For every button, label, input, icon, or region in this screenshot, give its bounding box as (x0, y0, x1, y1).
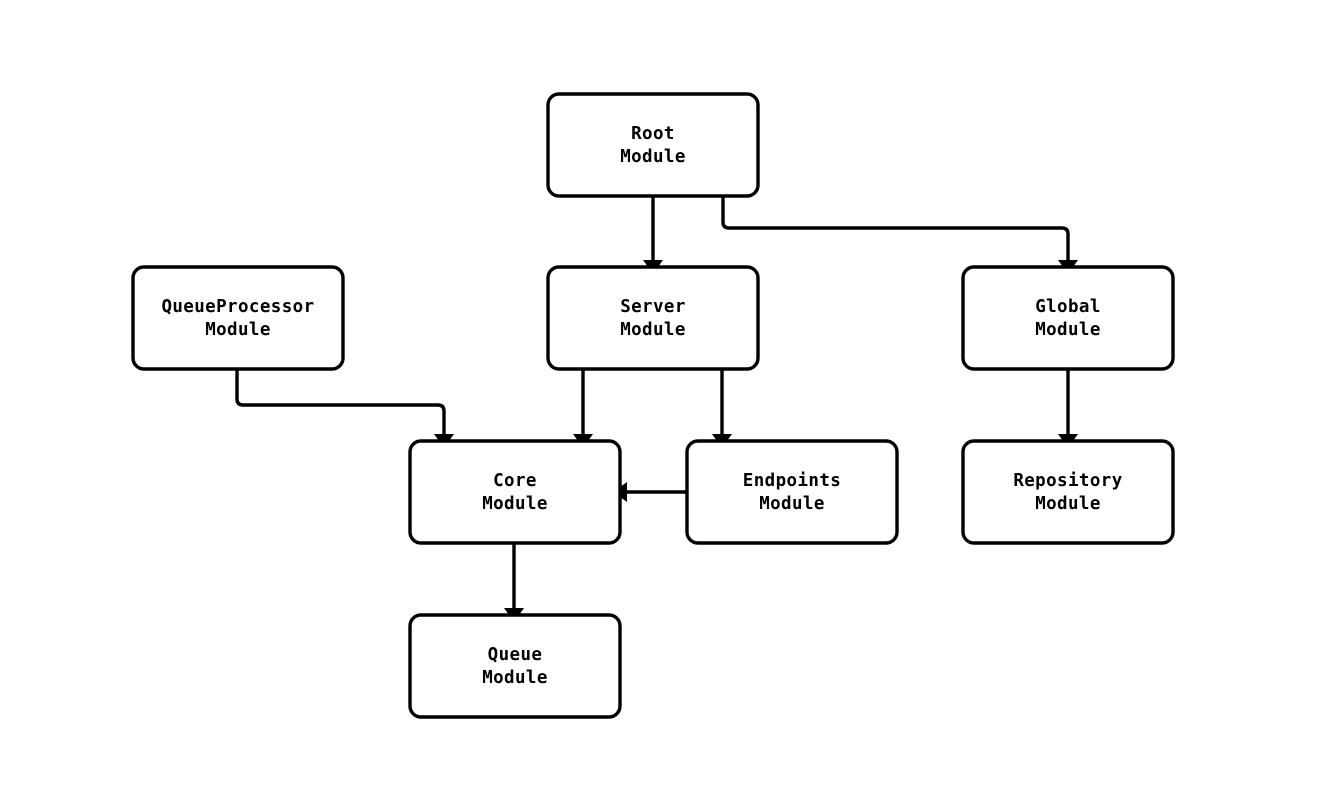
node-label-suffix-queue: Module (482, 668, 548, 688)
node-label-suffix-queueprocessor: Module (205, 320, 271, 340)
node-label-suffix-core: Module (482, 494, 548, 514)
node-box-root[interactable] (546, 92, 760, 198)
node-label-suffix-repository: Module (1035, 494, 1101, 514)
node-box-core[interactable] (408, 439, 622, 545)
node-label-name-global: Global (1035, 297, 1101, 317)
edge-queueprocessor-to-core (235, 370, 446, 435)
node-box-global[interactable] (961, 265, 1175, 371)
node-box-queue[interactable] (408, 613, 622, 719)
node-label-suffix-global: Module (1035, 320, 1101, 340)
node-label-suffix-endpoints: Module (759, 494, 825, 514)
node-box-endpoints[interactable] (685, 439, 899, 545)
node-label-name-server: Server (620, 297, 686, 317)
edge-layer (235, 197, 1070, 609)
node-label-suffix-root: Module (620, 147, 686, 167)
node-label-name-core: Core (493, 471, 537, 491)
node-label-name-endpoints: Endpoints (743, 471, 841, 491)
node-label-name-root: Root (631, 124, 675, 144)
edge-root-to-global (721, 197, 1070, 261)
node-label-name-queue: Queue (488, 645, 543, 665)
node-layer: RootModuleQueueProcessorModuleServerModu… (131, 92, 1175, 719)
node-box-queueprocessor[interactable] (131, 265, 345, 371)
node-label-suffix-server: Module (620, 320, 686, 340)
node-box-server[interactable] (546, 265, 760, 371)
node-label-name-queueprocessor: QueueProcessor (161, 297, 314, 317)
node-box-repository[interactable] (961, 439, 1175, 545)
node-label-name-repository: Repository (1013, 471, 1122, 491)
